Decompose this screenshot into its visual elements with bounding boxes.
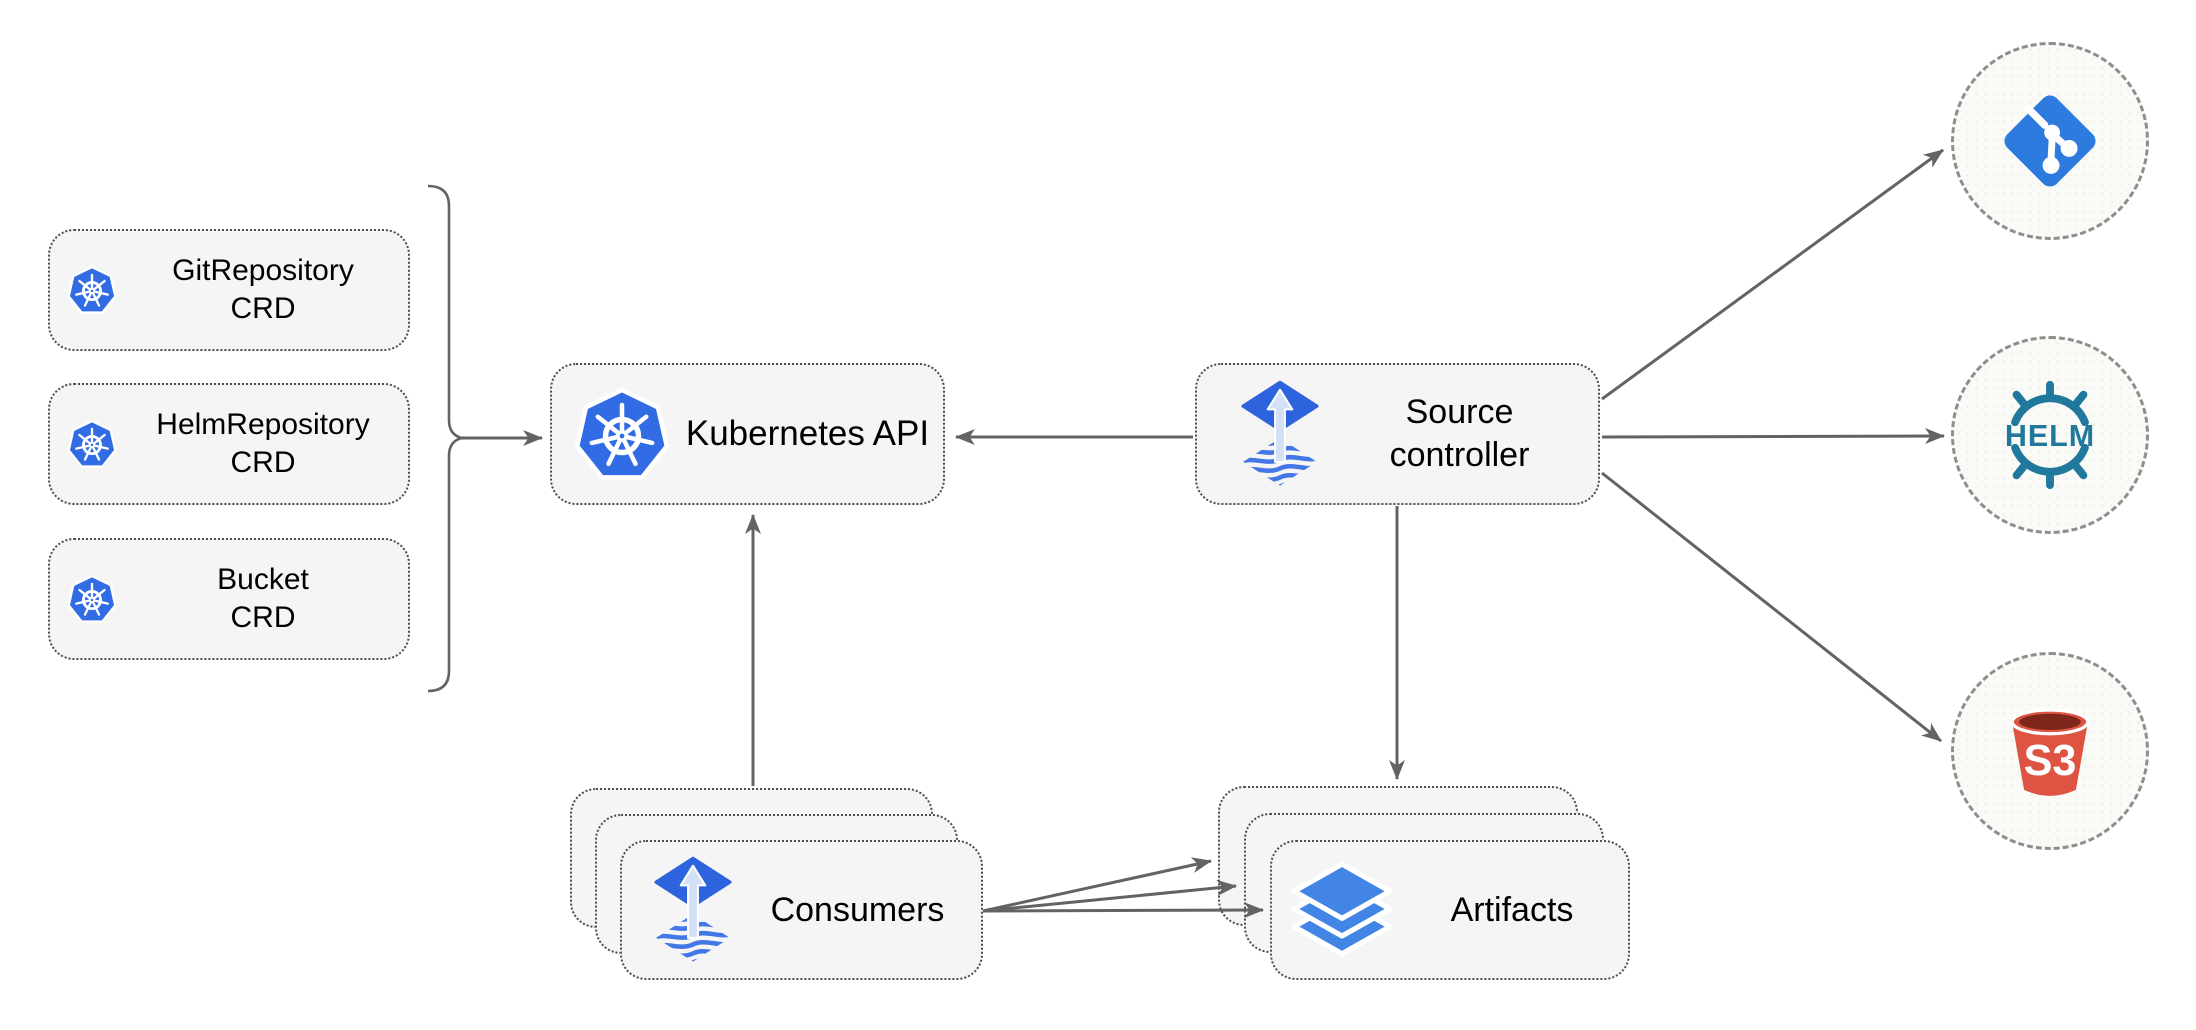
git-icon [1997,88,2103,194]
crd-label-line1: GitRepository [172,254,354,288]
helm-endpoint-circle: HELM [1951,336,2149,534]
source-controller-node: Source controller [1195,363,1600,505]
s3-endpoint-circle: S3 [1951,652,2149,850]
kubernetes-logo-icon [572,384,672,484]
arrow-consumers-to-artifacts-2 [982,879,1237,913]
crd-label-line1: HelmRepository [156,408,370,442]
arrow-source-controller-to-helm [1601,428,1945,445]
kubernetes-logo-icon [66,418,118,470]
bucket-crd-label: Bucket CRD [118,561,408,637]
helm-label: HELM [2005,419,2095,453]
crd-label-line2: CRD [230,446,296,479]
bucket-crd-node: Bucket CRD [48,538,410,660]
helm-icon: HELM [2005,380,2095,490]
kubernetes-api-label: Kubernetes API [685,413,930,453]
crd-label-line1: Bucket [217,563,309,597]
flux-source-controller-icon [1239,378,1321,490]
layers-icon [1288,860,1396,960]
crd-label-line2: CRD [230,292,296,325]
arrow-consumers-to-artifacts-1 [982,857,1212,913]
crd-group-brace [427,184,463,693]
s3-bucket-icon: S3 [2010,708,2090,796]
artifacts-node: Artifacts [1270,840,1630,980]
git-endpoint-circle [1951,42,2149,240]
artifacts-label: Artifacts [1450,890,1574,929]
gitrepository-crd-node: GitRepository CRD [48,229,410,351]
gitrepository-crd-label: GitRepository CRD [118,252,408,328]
source-controller-label: Source controller [1321,391,1598,477]
arrow-source-controller-to-git [1601,148,1944,401]
source-controller-label-line2: controller [1389,436,1530,474]
kubernetes-api-node: Kubernetes API [550,363,945,505]
crd-label-line2: CRD [230,601,296,634]
consumers-node: Consumers [620,840,983,980]
source-controller-label-line1: Source [1405,393,1514,432]
helmrepository-crd-node: HelmRepository CRD [48,383,410,505]
s3-label: S3 [2024,737,2077,785]
kubernetes-logo-icon [66,264,118,316]
flux-source-controller-icon [652,854,734,966]
arrow-source-controller-to-s3 [1601,471,1942,743]
consumers-label: Consumers [770,890,945,929]
helmrepository-crd-label: HelmRepository CRD [118,406,408,482]
kubernetes-logo-icon [66,573,118,625]
